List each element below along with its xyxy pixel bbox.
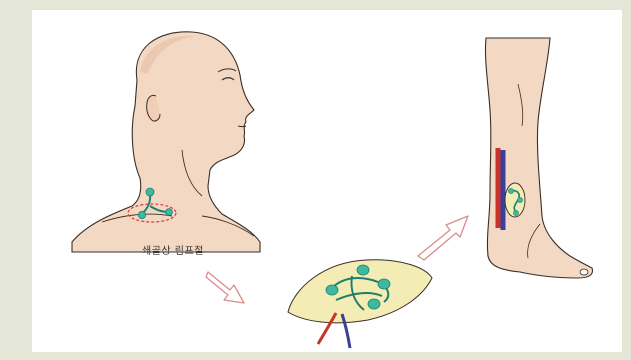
flap-transfer-diagram <box>32 10 622 352</box>
leg-figure <box>485 38 592 278</box>
head-neck-figure <box>72 32 260 252</box>
head-outline <box>72 32 260 252</box>
transplanted-flap <box>505 183 525 217</box>
node-caption: 쇄골상 림프절 <box>142 242 204 257</box>
harvested-flap <box>288 260 432 348</box>
flow-arrow-2 <box>418 216 468 260</box>
toe-nail <box>580 269 588 275</box>
illustration-panel: 쇄골상 림프절 <box>32 10 622 352</box>
flow-arrow-1 <box>206 272 244 303</box>
